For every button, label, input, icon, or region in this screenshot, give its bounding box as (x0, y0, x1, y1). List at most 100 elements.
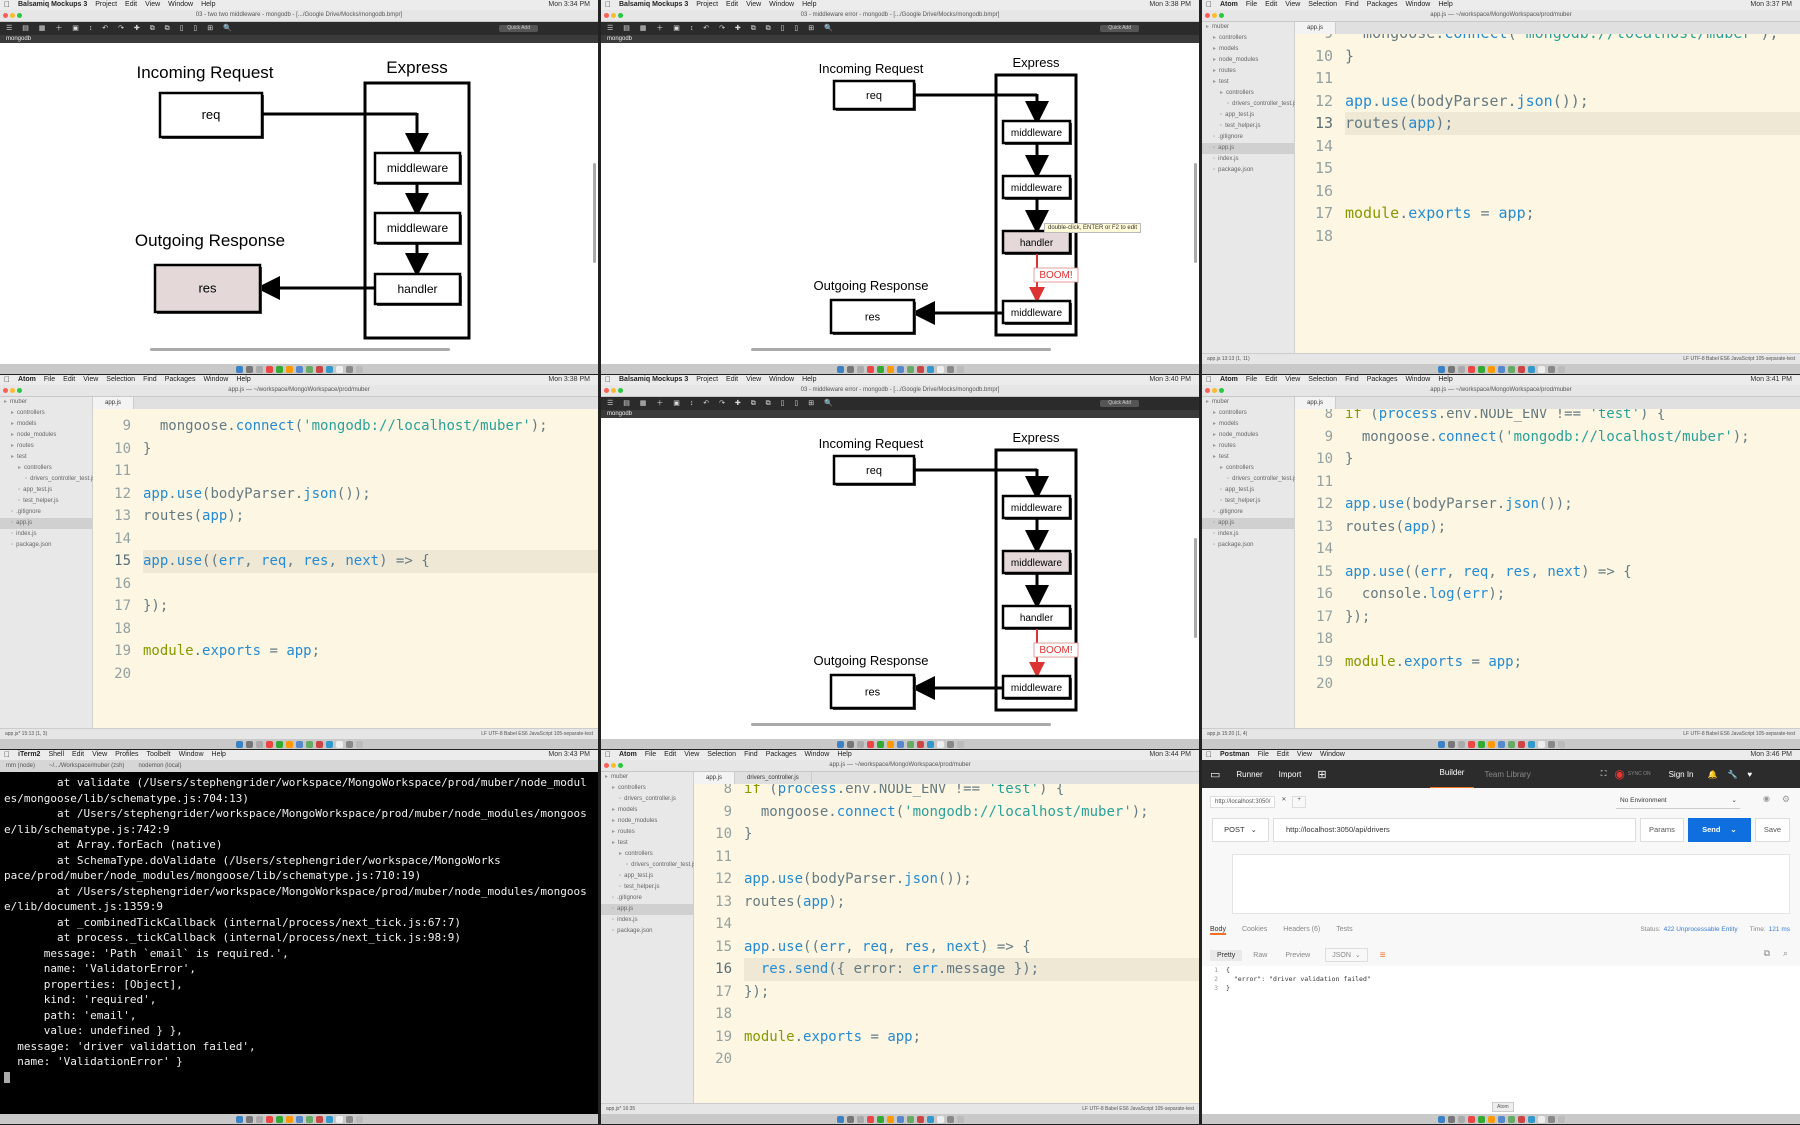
middleware-box-2[interactable]: middleware (1001, 549, 1072, 575)
dock-app-icon[interactable] (1497, 1115, 1505, 1123)
file-tree-item[interactable]: ▫app.js (1202, 143, 1294, 154)
dock-app-icon[interactable] (285, 365, 293, 373)
menu-item[interactable]: Edit (57, 376, 75, 383)
quick-add-input[interactable]: Quick Add (1100, 25, 1139, 32)
file-tree-item[interactable]: ▫.gitignore (601, 893, 693, 904)
request-tab[interactable]: http://localhost:3050/ (1210, 796, 1276, 808)
apple-icon[interactable]:  (605, 375, 611, 385)
apple-icon[interactable]:  (1206, 750, 1212, 760)
menu-item[interactable]: Help (205, 751, 226, 758)
menu-item[interactable]: Help (831, 751, 851, 758)
menu-item[interactable]: Packages (158, 376, 196, 383)
menu-item[interactable]: View (86, 751, 107, 758)
menu-item[interactable]: Help (195, 1, 215, 8)
menu-item[interactable]: Edit (1270, 751, 1289, 758)
zoom-icon[interactable] (17, 388, 22, 393)
file-tree-item[interactable]: ▸muber (0, 397, 92, 408)
code-line[interactable]: app.use(bodyParser.json()); (1345, 91, 1589, 110)
file-tree-item[interactable]: ▫app.js (1202, 518, 1294, 529)
file-tree-item[interactable]: ▸node_modules (1202, 430, 1294, 441)
file-tree-item[interactable]: ▫drivers_controller_test.js (1202, 99, 1297, 110)
dock-app-icon[interactable] (315, 1115, 323, 1123)
file-tree-item[interactable]: ▫index.js (1202, 154, 1294, 165)
dock-app-icon[interactable] (1447, 1115, 1455, 1123)
code-line[interactable] (1345, 180, 1800, 203)
menu-item[interactable]: Window (1399, 1, 1430, 8)
format-select[interactable]: JSON⌄ (1325, 948, 1368, 962)
method-select[interactable]: POST⌄ (1212, 818, 1269, 842)
dock-app-icon[interactable] (1557, 740, 1565, 748)
menu-item[interactable]: View (1279, 1, 1300, 8)
view-tab[interactable]: Pretty (1210, 949, 1243, 961)
menu-app-name[interactable]: Atom (1214, 376, 1238, 383)
dock-app-icon[interactable] (285, 740, 293, 748)
code-line[interactable] (1345, 673, 1800, 696)
runner-button[interactable]: Runner (1236, 769, 1263, 779)
dock-app-icon[interactable] (355, 1115, 363, 1123)
code-line[interactable] (1345, 538, 1800, 561)
wrap-icon[interactable]: ≡ (1379, 949, 1386, 961)
apple-icon[interactable]:  (1206, 0, 1212, 10)
zoom-icon[interactable] (1219, 388, 1224, 393)
dock-app-icon[interactable] (295, 365, 303, 373)
file-tree-item[interactable]: ▸test (0, 452, 92, 463)
menu-item[interactable]: Project (690, 1, 718, 8)
dock-app-icon[interactable] (1537, 1115, 1545, 1123)
code-line[interactable]: if (process.env.NODE_ENV !== 'test') { (1345, 409, 1666, 422)
file-tree-item[interactable]: ▸test (1202, 452, 1294, 463)
menu-item[interactable]: File (638, 751, 656, 758)
file-tree-item[interactable]: ▫drivers_controller_test.js (0, 474, 95, 485)
close-icon[interactable] (604, 763, 609, 768)
sidebar-toggle-icon[interactable]: ▭ (1210, 768, 1221, 781)
dock-app-icon[interactable] (936, 365, 944, 373)
minimize-icon[interactable] (10, 13, 15, 18)
file-tree-item[interactable]: ▸models (1202, 419, 1294, 430)
file-tree-item[interactable]: ▫app_test.js (1202, 485, 1294, 496)
dock-app-icon[interactable] (355, 740, 363, 748)
file-tree-item[interactable]: ▸node_modules (1202, 55, 1294, 66)
code-line[interactable] (744, 1003, 1199, 1026)
menu-item[interactable]: Selection (1302, 376, 1337, 383)
code-line[interactable]: }); (1345, 608, 1371, 625)
sign-in-button[interactable]: Sign In (1668, 769, 1694, 779)
handler-box[interactable]: handler (373, 272, 462, 306)
dock-app-icon[interactable] (345, 365, 353, 373)
dock-app-icon[interactable] (936, 740, 944, 748)
file-tree-item[interactable]: ▫package.json (601, 926, 693, 937)
dock-app-icon[interactable] (1557, 365, 1565, 373)
menu-item[interactable]: Edit (66, 751, 84, 758)
file-tree-item[interactable]: ▸routes (1202, 441, 1294, 452)
dock-app-icon[interactable] (1437, 1115, 1445, 1123)
file-tree-item[interactable]: ▫test_helper.js (601, 882, 693, 893)
mockup-tab[interactable]: mongodb (0, 35, 598, 43)
code-line[interactable] (744, 1048, 1199, 1071)
middleware-box-1[interactable]: middleware (1001, 119, 1072, 145)
code-line[interactable] (1345, 67, 1800, 90)
file-encoding-info[interactable]: LF UTF-8 Babel ES6 JavaScript 105-separa… (481, 731, 593, 737)
menu-item[interactable]: Edit (1259, 376, 1277, 383)
tab-app-js[interactable]: app.js (694, 772, 736, 784)
dock-app-icon[interactable] (836, 1115, 844, 1123)
file-tree-item[interactable]: ▸routes (0, 441, 92, 452)
close-icon[interactable] (604, 388, 609, 393)
dock-app-icon[interactable] (275, 1115, 283, 1123)
dock-app-icon[interactable] (856, 740, 864, 748)
dock-app-icon[interactable] (335, 365, 343, 373)
middleware-box-1[interactable]: middleware (1001, 494, 1072, 520)
dock-app-icon[interactable] (896, 740, 904, 748)
menu-item[interactable]: Edit (119, 1, 137, 8)
middleware-box-3[interactable]: middleware (1001, 674, 1072, 700)
file-encoding-info[interactable]: LF UTF-8 Babel ES6 JavaScript 105-separa… (1082, 1106, 1194, 1112)
code-lines[interactable]: if (process.env.NODE_ENV !== 'test') { m… (744, 784, 1199, 1071)
menu-item[interactable]: Edit (1259, 1, 1277, 8)
send-button[interactable]: Send⌄ (1687, 818, 1751, 842)
dock-app-icon[interactable] (856, 1115, 864, 1123)
dock-app-icon[interactable] (1447, 365, 1455, 373)
menu-item[interactable]: Window (172, 751, 204, 758)
menu-app-name[interactable]: Postman (1214, 751, 1250, 758)
close-icon[interactable] (3, 13, 8, 18)
tab-app-js[interactable]: app.js (93, 397, 135, 409)
menu-item[interactable]: Window (1399, 376, 1430, 383)
cursor-position[interactable]: app.js* 16:35 (606, 1106, 636, 1112)
